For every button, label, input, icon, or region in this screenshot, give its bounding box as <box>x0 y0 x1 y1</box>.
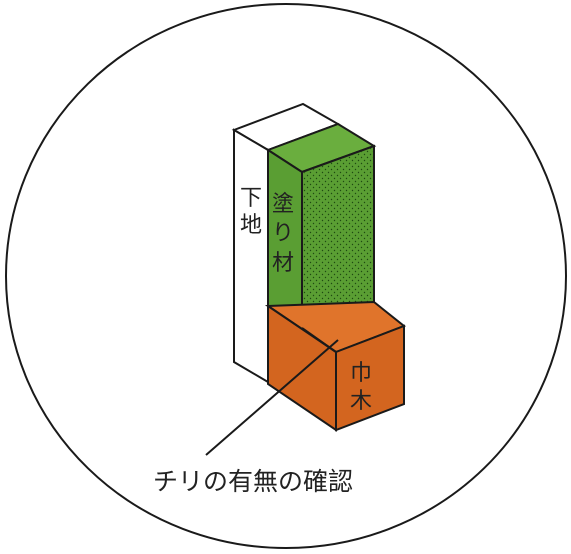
coating-label-char-2: り <box>272 221 294 246</box>
baseboard-label: 巾 木 <box>350 361 372 414</box>
substrate-label-char-1: 下 <box>240 186 262 211</box>
leader-line <box>205 339 339 456</box>
coating-label-char-3: 材 <box>272 251 294 276</box>
coating-block <box>265 122 377 330</box>
coating-label-char-1: 塗 <box>272 192 294 217</box>
coating-side-dots <box>303 147 373 327</box>
caption: チリの有無の確認 <box>153 467 353 496</box>
baseboard-label-char-1: 巾 <box>350 361 372 386</box>
baseboard-side <box>335 324 405 432</box>
coating-label: 塗 り 材 <box>272 192 294 276</box>
baseboard-label-char-2: 木 <box>350 389 372 414</box>
substrate-label: 下 地 <box>240 186 262 238</box>
substrate-label-char-2: 地 <box>240 213 262 238</box>
baseboard-block <box>264 300 406 432</box>
substrate-front <box>233 128 269 384</box>
